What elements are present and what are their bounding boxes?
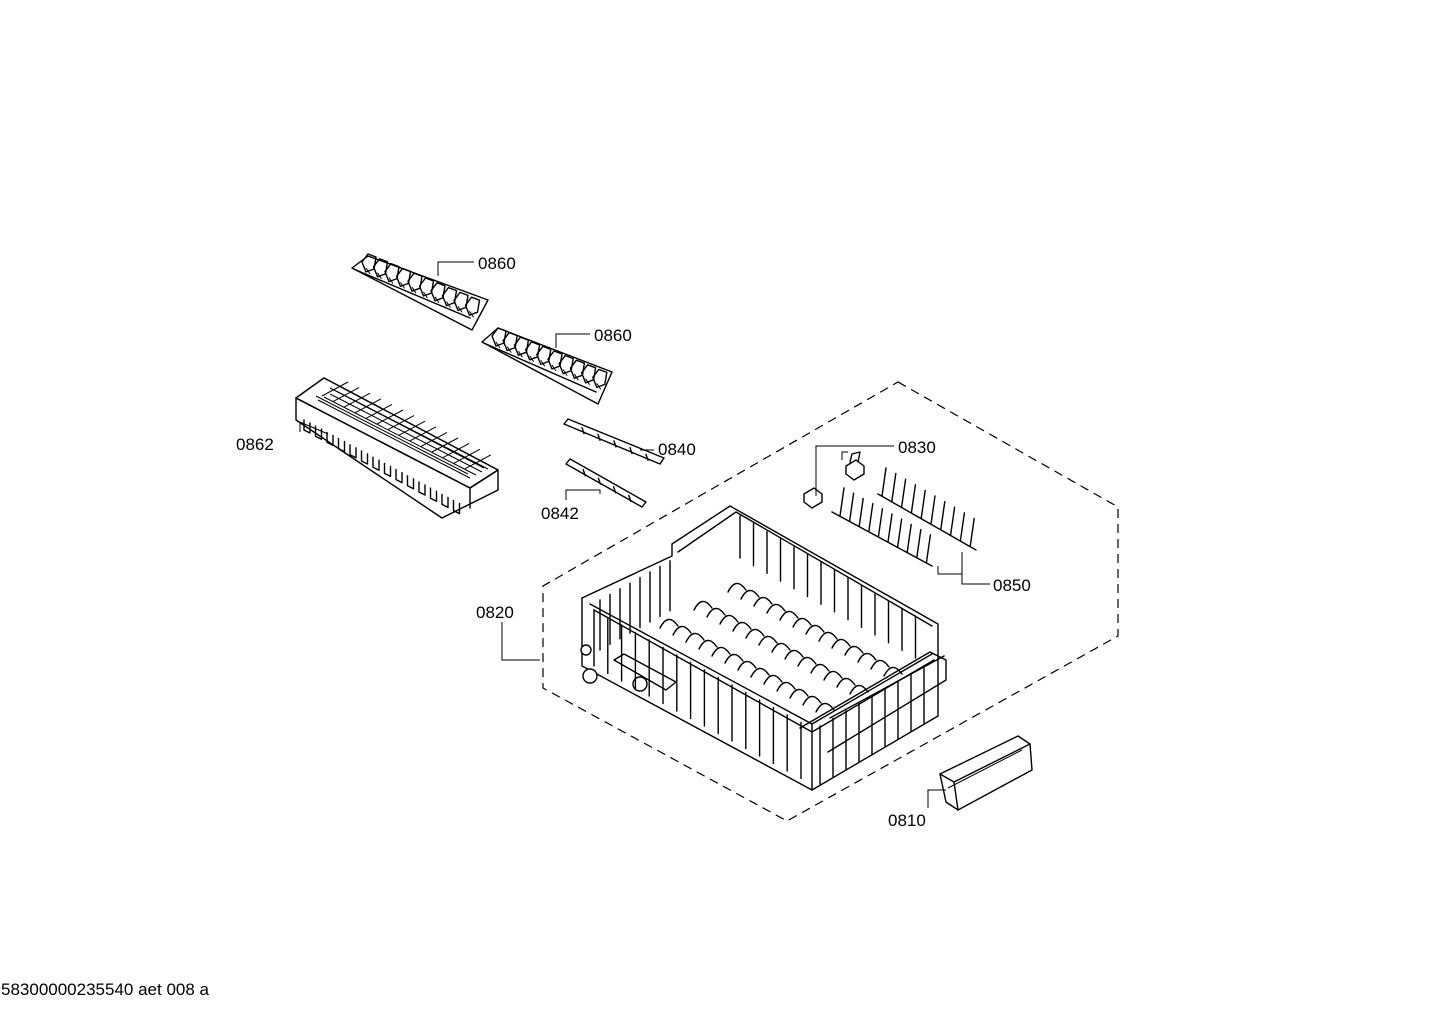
callout-0860-lower: 0860 (594, 326, 632, 345)
assembly-boundary (542, 381, 1119, 822)
cutlery-rack-part-0860-top (351, 253, 489, 331)
cutlery-rack-part-0860-middle (481, 327, 613, 405)
callout-0830: 0830 (898, 438, 936, 457)
tine-rack-part-0850 (831, 467, 977, 567)
cutlery-basket-part-0862 (295, 377, 499, 519)
callout-0862: 0862 (236, 435, 274, 454)
callout-0810: 0810 (888, 811, 926, 830)
rail-part-0840 (563, 418, 665, 465)
tray-part-0810 (939, 735, 1033, 811)
callout-0850: 0850 (993, 576, 1031, 595)
drawing-id: 58300000235540 aet 008 a (1, 980, 209, 999)
rail-part-0842 (565, 458, 647, 508)
leader-lines (299, 261, 990, 808)
clip-part-0830 (803, 451, 865, 509)
callout-0820: 0820 (476, 603, 514, 622)
callout-0842: 0842 (541, 504, 579, 523)
upper-basket-part-0820 (580, 505, 947, 791)
callout-0860-upper: 0860 (478, 254, 516, 273)
callout-0840: 0840 (658, 440, 696, 459)
